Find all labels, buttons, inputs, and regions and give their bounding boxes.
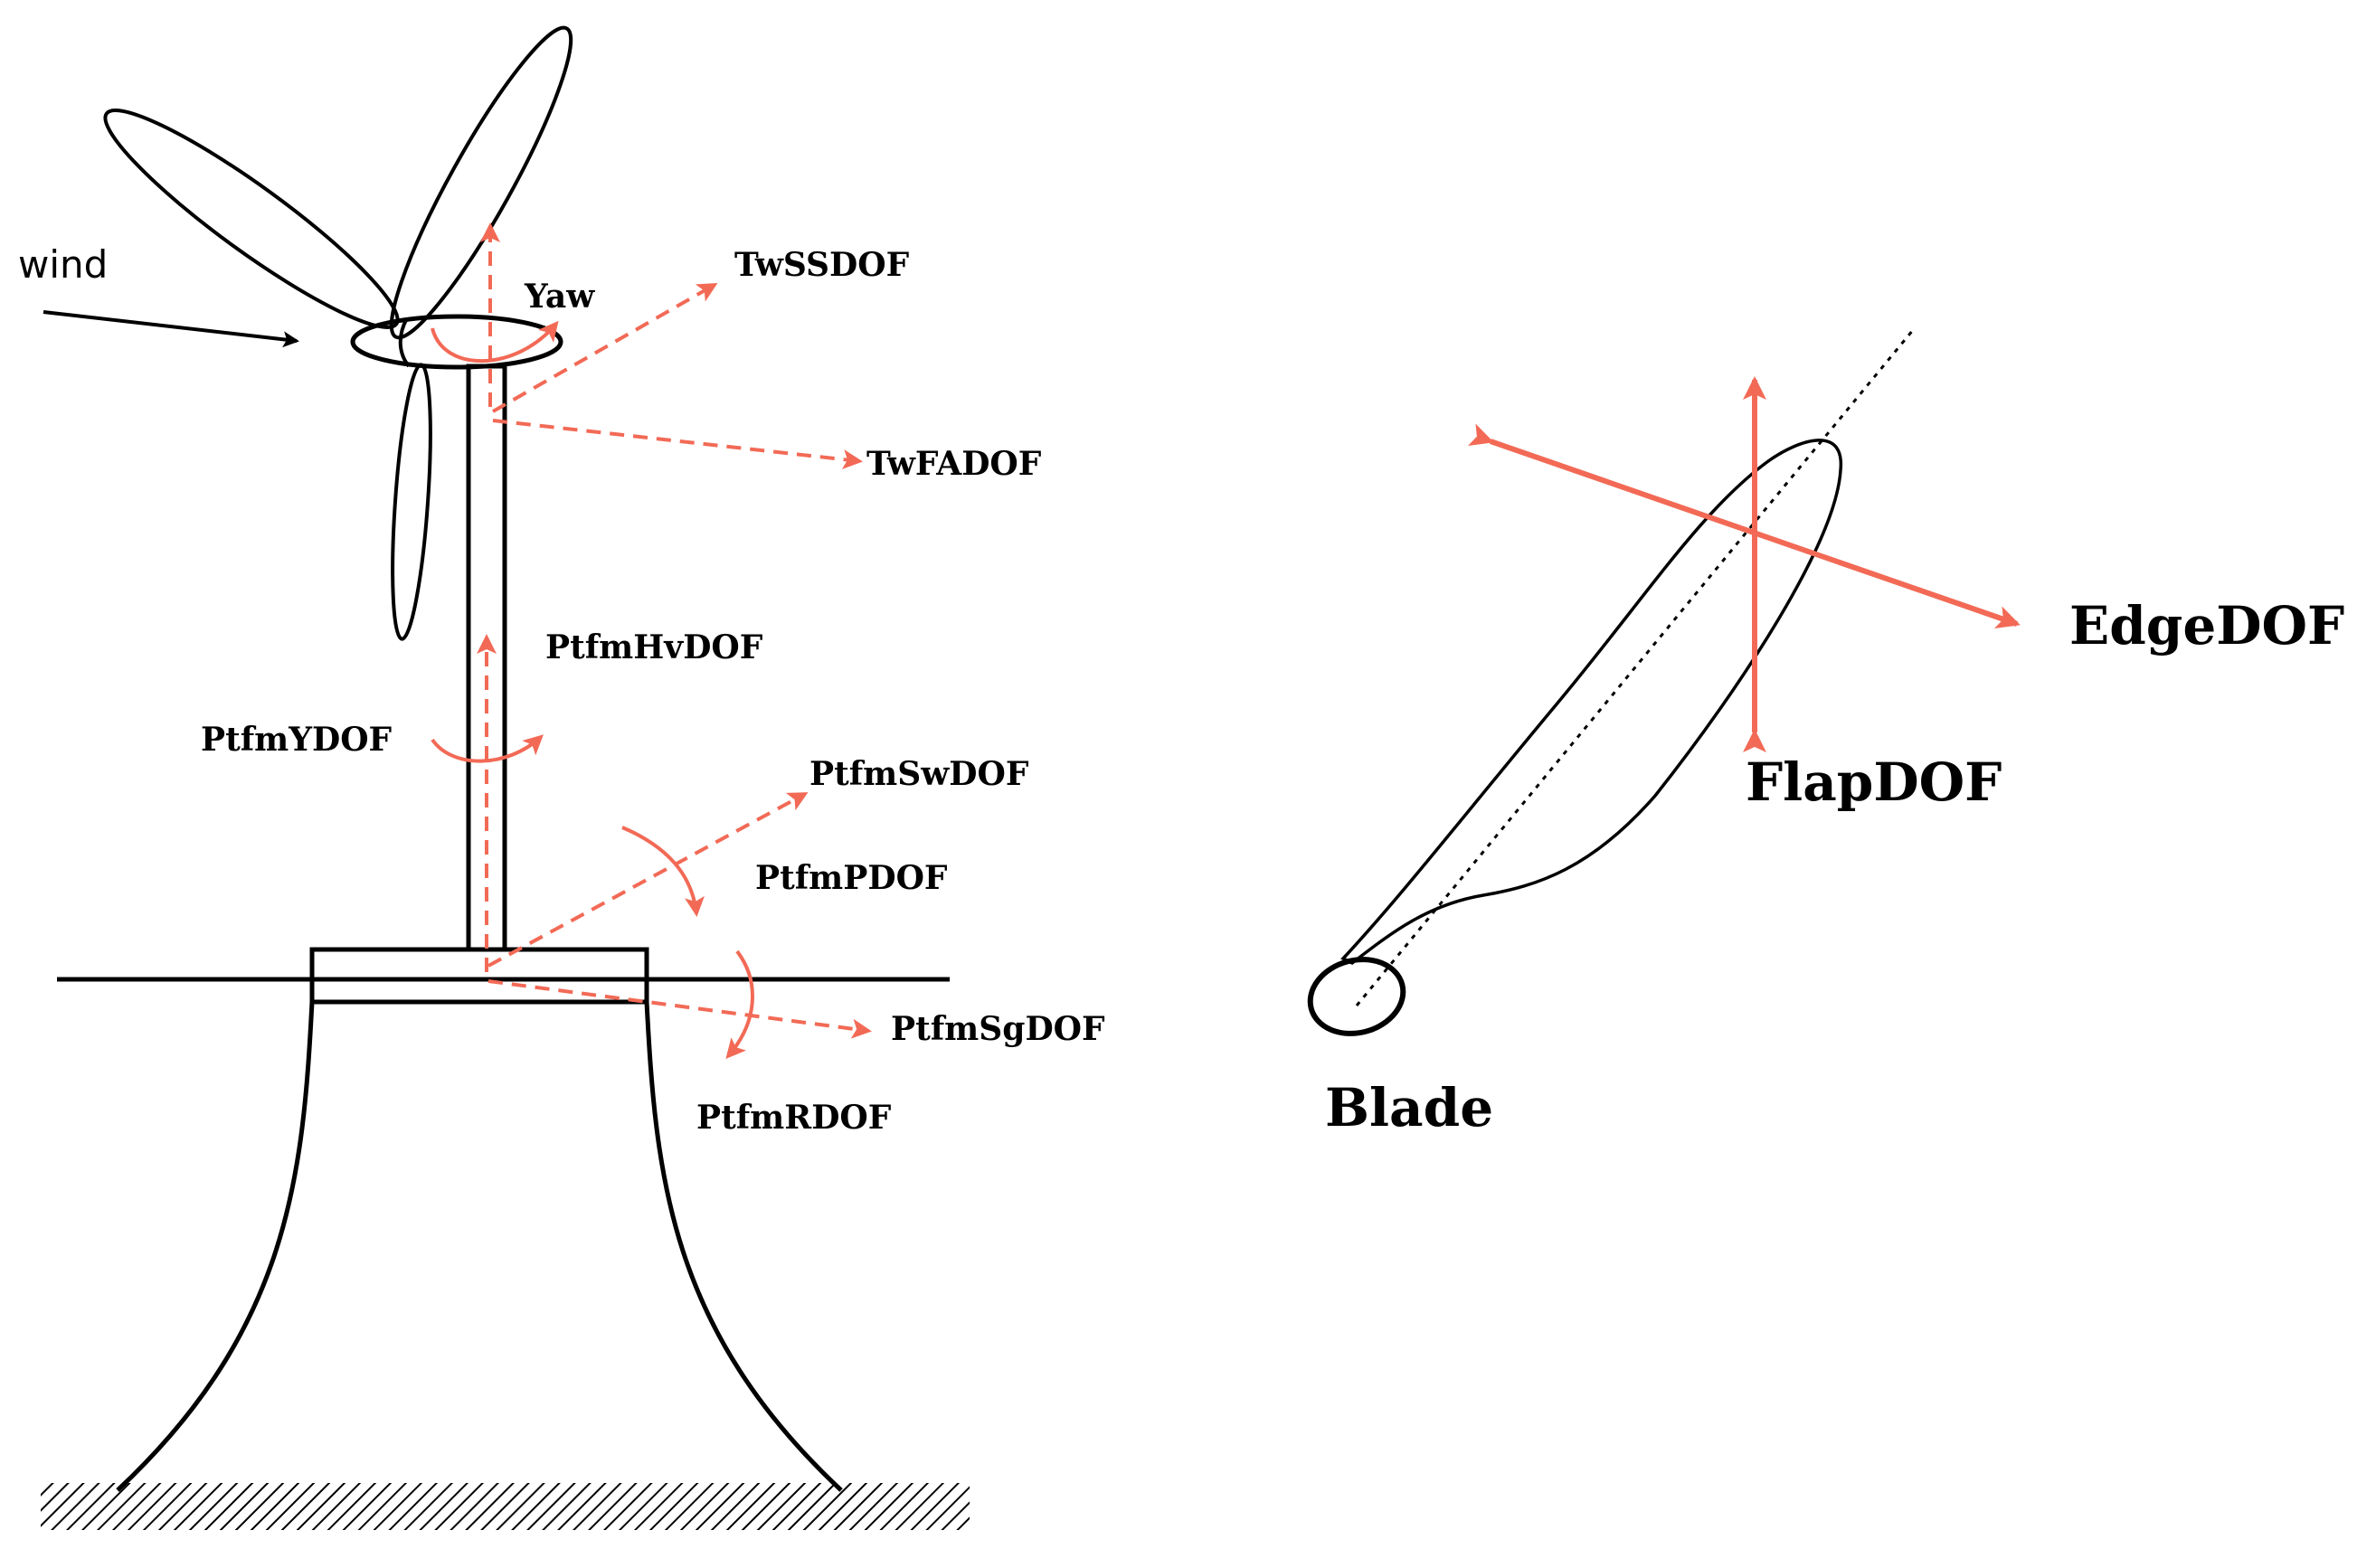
ptfm-r-rotation-arrow bbox=[725, 949, 754, 1060]
platform-box bbox=[309, 947, 649, 1005]
rotor-blade-lower bbox=[391, 363, 432, 641]
ptfm-p-label: PtfmPDOF bbox=[755, 859, 948, 897]
ptfm-hv-label: PtfmHvDOF bbox=[545, 628, 763, 666]
rotor-blade-upper-left bbox=[103, 109, 400, 329]
blade-root bbox=[1307, 957, 1406, 1036]
ptfm-r-label: PtfmRDOF bbox=[696, 1099, 892, 1137]
tw-fa-label: TwFADOF bbox=[866, 445, 1042, 483]
seabed-hatch bbox=[41, 1483, 970, 1530]
wind-label: wind bbox=[18, 242, 108, 287]
yaw-rotation-arrow bbox=[431, 320, 559, 364]
wind-arrow bbox=[43, 310, 299, 348]
nacelle bbox=[350, 314, 563, 370]
blade-pitch-axis bbox=[1355, 329, 1915, 1006]
foundation-left-curve bbox=[116, 1001, 315, 1492]
yaw-label: Yaw bbox=[524, 278, 595, 316]
foundation-right-curve bbox=[644, 1001, 843, 1492]
ptfm-sw-label: PtfmSwDOF bbox=[809, 755, 1029, 793]
ptfm-sg-label: PtfmSgDOF bbox=[891, 1010, 1105, 1048]
tw-ss-arrow bbox=[492, 283, 718, 413]
tw-ss-label: TwSSDOF bbox=[734, 246, 910, 284]
flap-label: FlapDOF bbox=[1746, 751, 2002, 813]
ptfm-sw-arrow bbox=[487, 792, 809, 968]
ptfm-sg-arrow bbox=[487, 979, 872, 1039]
hub-line bbox=[398, 317, 411, 368]
edge-label: EdgeDOF bbox=[2069, 595, 2344, 656]
blade-drawing: EdgeDOF FlapDOF Blade bbox=[1307, 329, 2344, 1138]
rotor-blade-upper-right bbox=[389, 25, 573, 340]
tw-fa-arrow bbox=[492, 419, 863, 469]
edge-arrow bbox=[1467, 423, 2021, 629]
ptfm-y-rotation-arrow bbox=[431, 734, 544, 763]
blade-outline bbox=[1340, 439, 1842, 966]
ptfm-y-label: PtfmYDOF bbox=[201, 721, 393, 759]
blade-label: Blade bbox=[1325, 1077, 1493, 1138]
ptfm-p-rotation-arrow bbox=[621, 826, 705, 917]
turbine-drawing: wind Yaw TwSSDOF TwFADOF PtfmHvDOF PtfmY… bbox=[18, 25, 1105, 1530]
